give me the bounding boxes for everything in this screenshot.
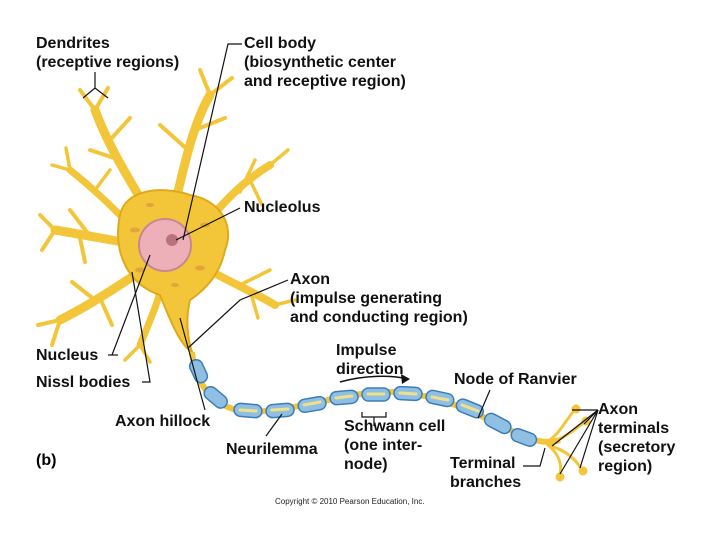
label-dendrites-title: Dendrites: [36, 35, 110, 52]
label-cell-body-sub1: (biosynthetic center: [244, 54, 397, 71]
label-nucleus-text: Nucleus: [36, 347, 99, 364]
label-axon-sub1: (impulse generating: [290, 290, 443, 307]
label-nissl-bodies: Nissl bodies: [36, 373, 130, 392]
label-axon-hillock: Axon hillock: [115, 412, 210, 431]
label-axon-terminals: Axon terminals (secretory region): [598, 400, 675, 476]
nucleus: [138, 218, 192, 272]
label-axon-title: Axon: [290, 271, 330, 288]
nucleolus: [166, 234, 178, 246]
label-impulse-line2: direction: [336, 361, 404, 378]
label-axon-sub2: and conducting region): [290, 309, 468, 326]
label-impulse-line1: Impulse: [336, 342, 397, 359]
label-dendrites-sub: (receptive regions): [36, 54, 180, 71]
label-axon-terminals-line3: (secretory: [598, 439, 676, 456]
axon-terminals: [543, 404, 591, 482]
label-neurilemma: Neurilemma: [226, 440, 318, 459]
label-axon-terminals-line4: region): [598, 458, 653, 475]
label-nucleolus: Nucleolus: [244, 198, 320, 217]
label-schwann-line3: node): [344, 456, 388, 473]
label-cell-body-title: Cell body: [244, 35, 317, 52]
label-neurilemma-text: Neurilemma: [226, 441, 318, 458]
label-terminal-line2: branches: [450, 474, 522, 491]
label-schwann-line2: (one inter-: [344, 437, 423, 454]
label-nissl-bodies-text: Nissl bodies: [36, 374, 131, 391]
label-node-of-ranvier: Node of Ranvier: [454, 370, 577, 389]
cell-body: [117, 189, 230, 355]
myelin-stripes: [238, 391, 480, 413]
label-axon: Axon (impulse generating and conducting …: [290, 270, 468, 327]
label-terminal-branches: Terminal branches: [450, 454, 521, 492]
label-impulse-direction: Impulse direction: [336, 341, 404, 379]
label-cell-body-sub2: and receptive region): [244, 73, 406, 90]
copyright-notice: Copyright © 2010 Pearson Education, Inc.: [275, 497, 425, 506]
label-nucleolus-text: Nucleolus: [244, 199, 321, 216]
impulse-arrowhead: [401, 374, 410, 384]
label-axon-terminals-line2: terminals: [598, 420, 670, 437]
label-cell-body: Cell body (biosynthetic center and recep…: [244, 34, 406, 91]
leader-lines: [82, 43, 599, 475]
label-axon-hillock-text: Axon hillock: [115, 413, 211, 430]
label-dendrites: Dendrites (receptive regions): [36, 34, 179, 72]
label-terminal-line1: Terminal: [450, 455, 516, 472]
label-schwann-cell: Schwann cell (one inter- node): [344, 417, 445, 474]
label-nucleus: Nucleus: [36, 346, 98, 365]
label-axon-terminals-line1: Axon: [598, 401, 638, 418]
label-schwann-line1: Schwann cell: [344, 418, 446, 435]
panel-label: (b): [36, 452, 57, 469]
label-node-of-ranvier-text: Node of Ranvier: [454, 371, 577, 388]
